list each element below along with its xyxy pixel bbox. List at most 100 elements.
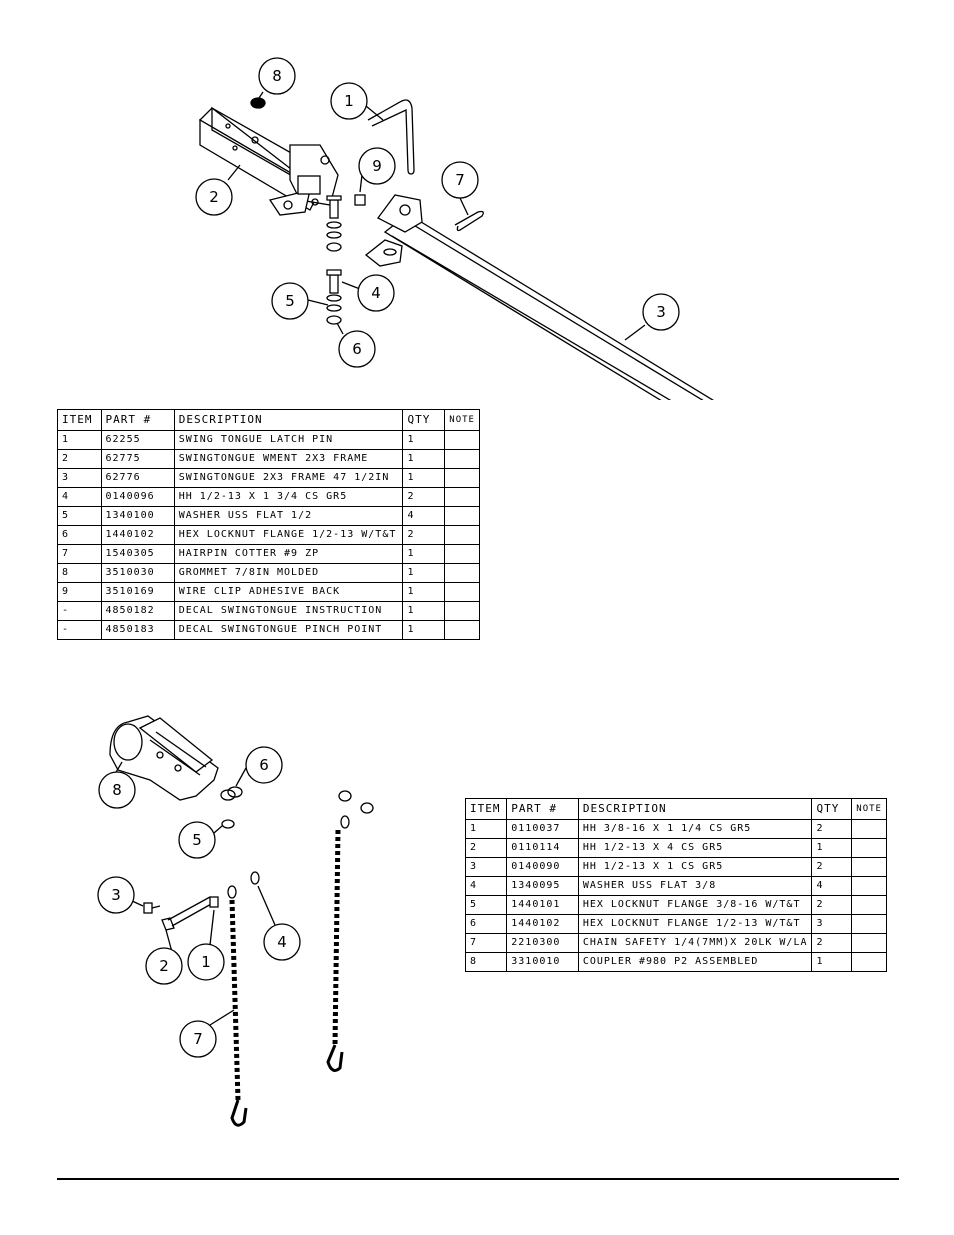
cell-qty: 2 — [811, 933, 853, 953]
cell-part-number: 1440101 — [506, 895, 579, 915]
cell-part-number: 2210300 — [506, 933, 579, 953]
cell-item: 6 — [57, 525, 102, 545]
cell-item: 4 — [464, 876, 508, 896]
cell-item: 7 — [57, 544, 102, 564]
safety-chain-right — [326, 790, 374, 1072]
cell-description: HH 1/2-13 X 1 3/4 CS GR5 — [173, 487, 404, 507]
cell-qty: 1 — [402, 430, 446, 450]
callout-6-top: 6 — [352, 340, 362, 358]
cell-description: DECAL SWINGTONGUE PINCH POINT — [173, 620, 404, 640]
short-bolt-part — [143, 902, 161, 914]
cell-item: 5 — [464, 895, 508, 915]
callout-1-top: 1 — [344, 92, 354, 110]
cell-note — [444, 525, 480, 545]
cell-description: SWING TONGUE LATCH PIN — [173, 430, 404, 450]
callout-5-bottom: 5 — [192, 831, 202, 849]
cell-description: WIRE CLIP ADHESIVE BACK — [173, 582, 404, 602]
safety-chain-left — [229, 899, 248, 1127]
cell-part-number: 0140096 — [100, 487, 175, 507]
cell-description: HH 1/2-13 X 1 CS GR5 — [577, 857, 813, 877]
bolt-part — [209, 896, 219, 908]
header-description: DESCRIPTION — [577, 798, 813, 820]
cell-part-number: 4850183 — [100, 620, 175, 640]
header-item: ITEM — [464, 798, 508, 820]
cell-qty: 1 — [402, 563, 446, 583]
callouts-bottom — [97, 746, 301, 1058]
cell-qty: 1 — [811, 952, 853, 972]
cell-description: HH 3/8-16 X 1 1/4 CS GR5 — [577, 819, 813, 839]
tongue-frame-part — [364, 194, 714, 400]
latch-pin-part — [367, 99, 415, 175]
long-bolt-part — [161, 896, 214, 931]
cell-qty: 3 — [811, 914, 853, 934]
footer-rule — [57, 1178, 899, 1180]
cell-note — [851, 857, 887, 877]
cell-item: 2 — [57, 449, 102, 469]
cell-note — [444, 601, 480, 621]
cell-part-number: 1540305 — [100, 544, 175, 564]
cell-qty: 1 — [402, 544, 446, 564]
cell-note — [444, 620, 480, 640]
cell-qty: 4 — [402, 506, 446, 526]
header-part: PART # — [100, 409, 175, 431]
cell-note — [444, 563, 480, 583]
swing-tongue-exploded-view: 8 1 2 9 7 4 5 6 3 — [195, 57, 714, 400]
cell-part-number: 1440102 — [506, 914, 579, 934]
cell-qty: 1 — [811, 838, 853, 858]
callout-7-top: 7 — [455, 171, 465, 189]
cell-qty: 2 — [811, 819, 853, 839]
cell-part-number: 1440102 — [100, 525, 175, 545]
cell-part-number: 1340095 — [506, 876, 579, 896]
cell-qty: 1 — [402, 449, 446, 469]
cell-part-number: 62255 — [100, 430, 175, 450]
locknut-small-part — [221, 819, 235, 829]
callout-8-bottom: 8 — [112, 781, 122, 799]
cell-qty: 1 — [402, 582, 446, 602]
cell-note — [444, 468, 480, 488]
cell-note — [444, 544, 480, 564]
cell-qty: 2 — [402, 525, 446, 545]
cell-description: CHAIN SAFETY 1/4(7MM)X 20LK W/LA — [577, 933, 813, 953]
cell-description: WASHER USS FLAT 3/8 — [577, 876, 813, 896]
wire-clip-part — [354, 194, 366, 206]
hardware-stack-upper — [326, 195, 342, 252]
cell-item: 5 — [57, 506, 102, 526]
cell-qty: 2 — [811, 857, 853, 877]
header-item: ITEM — [57, 409, 102, 431]
cell-description: SWINGTONGUE 2X3 FRAME 47 1/2IN — [173, 468, 404, 488]
cell-item: 2 — [464, 838, 508, 858]
cell-item: 4 — [57, 487, 102, 507]
callout-3-bottom: 3 — [111, 886, 121, 904]
cell-note — [444, 430, 480, 450]
cell-note — [851, 914, 887, 934]
cell-description: DECAL SWINGTONGUE INSTRUCTION — [173, 601, 404, 621]
header-qty: QTY — [811, 798, 853, 820]
table-header-row: ITEM PART # DESCRIPTION QTY NOTE — [57, 409, 480, 431]
cell-item: 1 — [464, 819, 508, 839]
cell-item: 3 — [57, 468, 102, 488]
callout-7-bottom: 7 — [193, 1030, 203, 1048]
hairpin-cotter-part — [454, 210, 484, 232]
callout-8-top: 8 — [272, 67, 282, 85]
table-header-row: ITEM PART # DESCRIPTION QTY NOTE — [464, 798, 887, 820]
cell-note — [851, 838, 887, 858]
cell-qty: 4 — [811, 876, 853, 896]
cell-note — [851, 876, 887, 896]
cell-note — [851, 895, 887, 915]
cell-item: 8 — [57, 563, 102, 583]
hardware-stack-lower — [326, 269, 342, 325]
cell-item: 7 — [464, 933, 508, 953]
